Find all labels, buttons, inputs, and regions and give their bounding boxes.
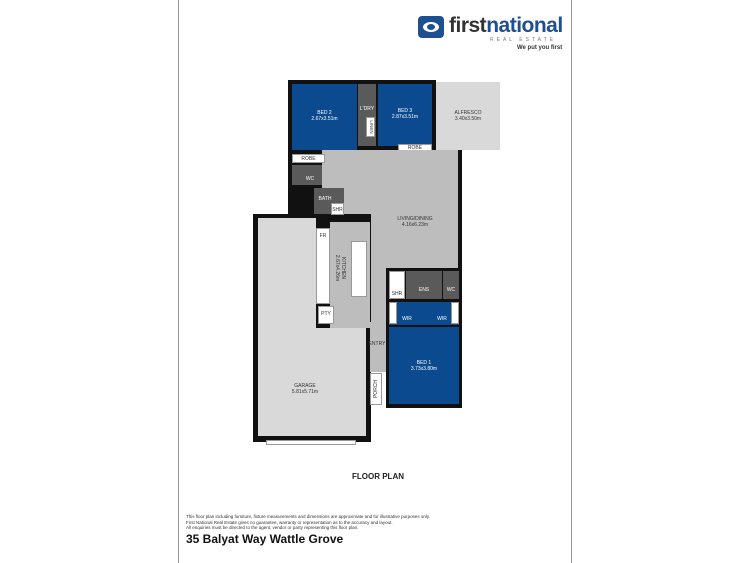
wir-shelf [451,302,459,324]
room-porch [370,373,382,405]
ensuite-shower-label: SHR [389,271,405,299]
wir-label-left: WIR [402,316,412,322]
ensuite-wc-label: WC [446,287,456,293]
laundry-label: L'DRY [359,106,375,112]
linen-label: LINEN [369,120,374,134]
tagline: We put you first [517,45,563,51]
fridge-label: FR [319,233,327,239]
room-ensuite-wc [443,271,459,299]
wall [389,325,459,327]
first-national-logo-icon [418,16,444,38]
page-sheet [178,0,572,563]
room-garage-lower [258,328,366,436]
room-entry [370,322,386,372]
room-bed-1 [389,302,459,404]
room-alfresco [436,82,500,150]
room-ensuite [406,271,442,299]
wir-shelf [389,302,397,324]
property-address: 35 Balyat Way Wattle Grove [186,532,344,546]
disclaimer: This floor plan including furniture, fix… [186,514,431,530]
bath-label: BATH [318,196,332,202]
brand-subtitle: REAL ESTATE [490,37,556,43]
porch-label: PORCH [373,379,379,399]
entry-label: ENTRY [368,341,386,347]
plan-title: FLOOR PLAN [352,472,404,481]
room-wc [292,165,322,185]
room-bed-3 [378,84,432,146]
brand-logo: firstnational [449,14,563,37]
wir-label-right: WIR [437,316,447,322]
pantry-label: PTY [318,306,334,324]
wc-label: WC [305,176,315,182]
garage-door [266,440,356,445]
kitchen-island [351,241,367,297]
shower-label: SHR [331,203,344,215]
robe-bed-2: ROBE [292,154,325,163]
linen-cupboard: LINEN [366,117,375,137]
room-bed-2 [292,84,357,150]
kitchen-bench [316,228,330,304]
ensuite-label: ENS [418,287,430,293]
